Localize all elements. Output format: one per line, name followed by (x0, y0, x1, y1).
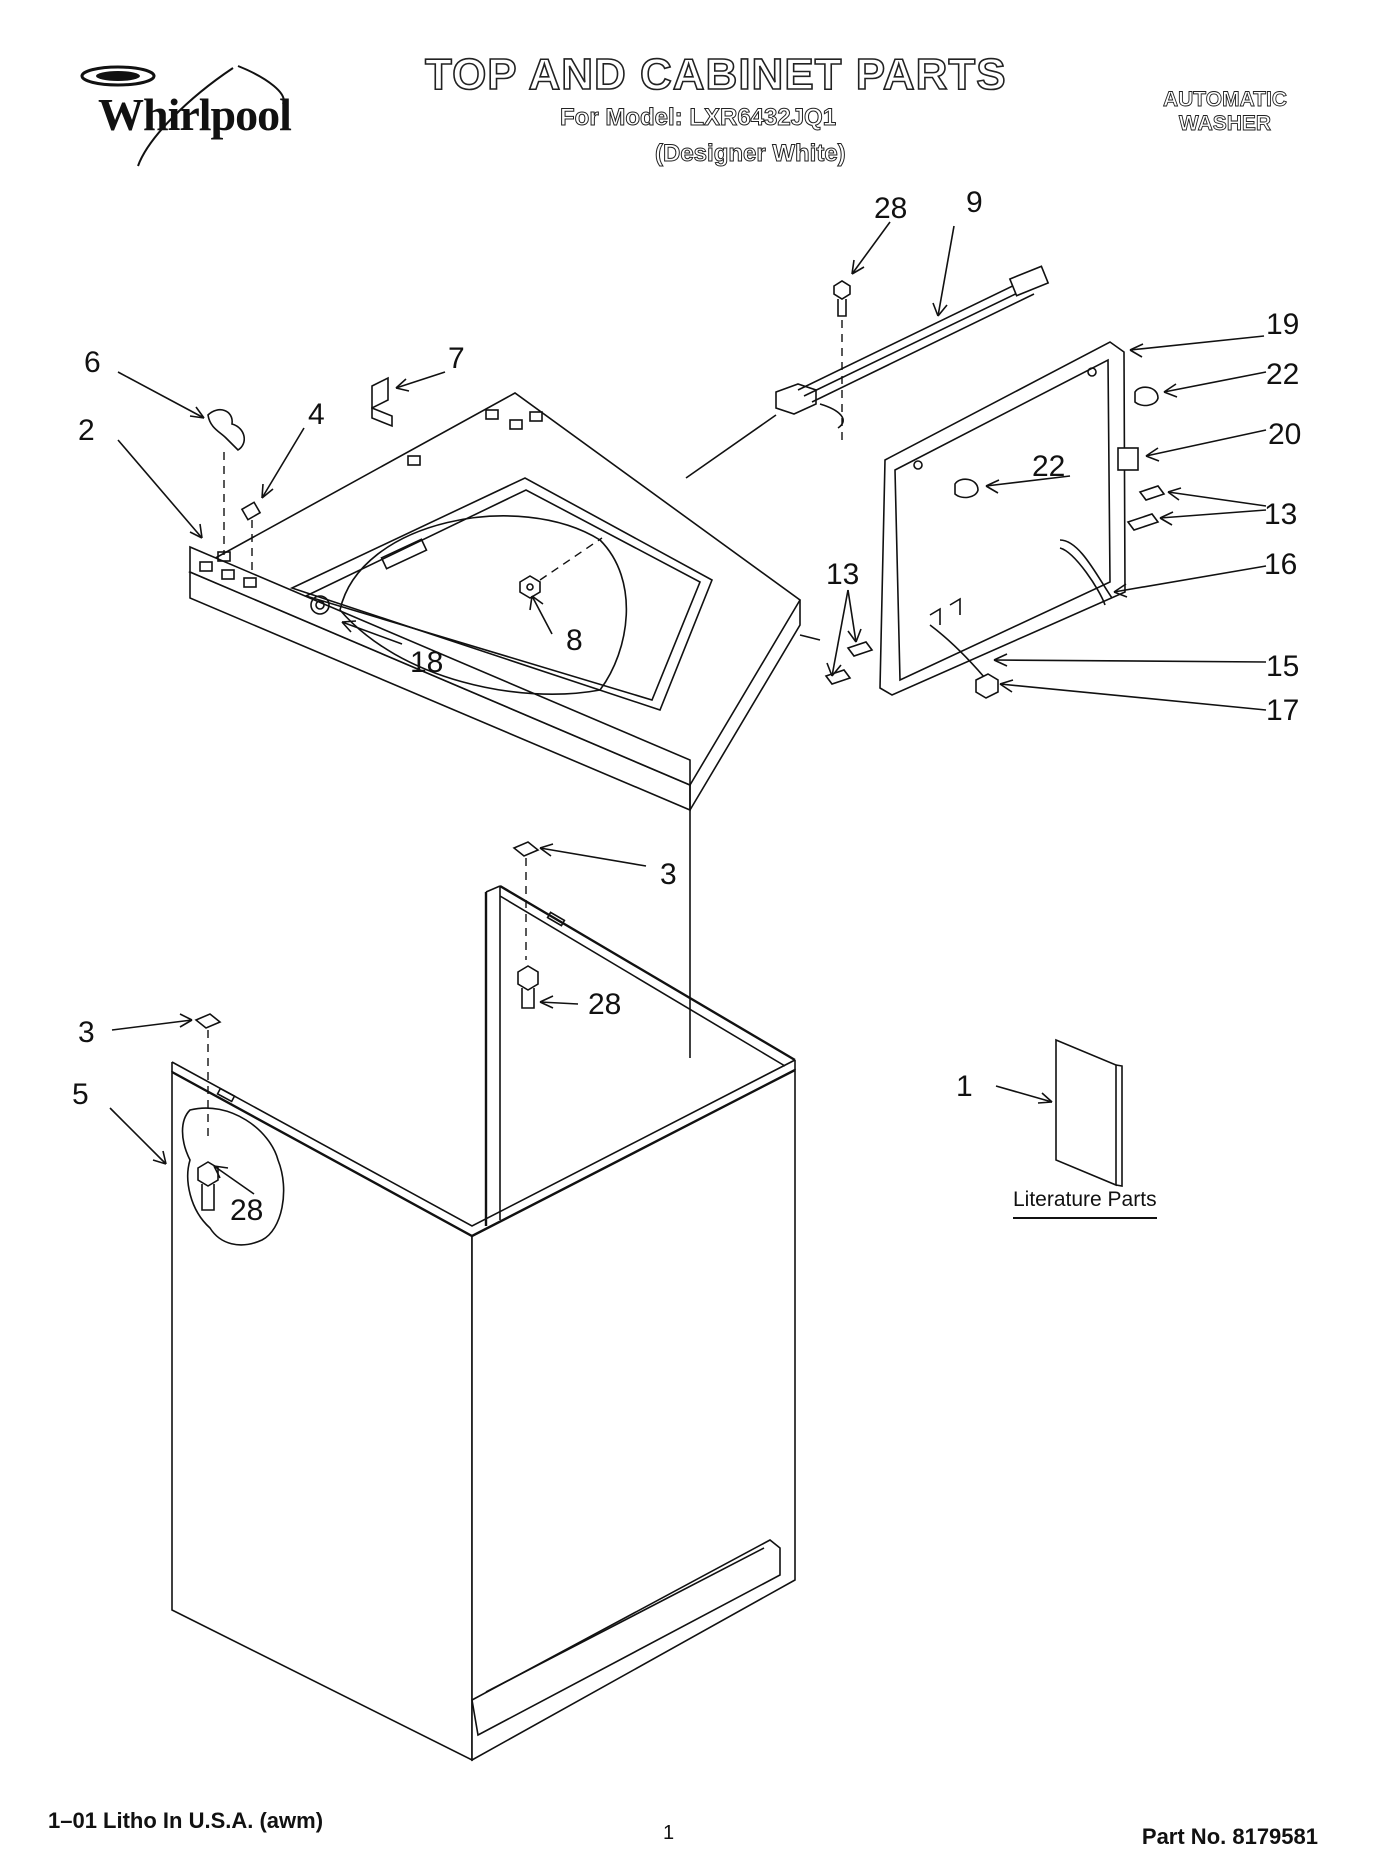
callout-22-right: 22 (1266, 358, 1299, 391)
washer-top-lid (188, 392, 802, 812)
callout-17: 17 (1266, 694, 1299, 727)
callout-9: 9 (966, 186, 983, 219)
product-type-line1: AUTOMATIC (1162, 88, 1288, 112)
callout-6: 6 (84, 346, 101, 379)
callout-28-cabinet: 28 (588, 988, 621, 1021)
washer-cabinet-5 (171, 884, 796, 1762)
part-clip-4 (240, 501, 262, 572)
part-bracket-7 (371, 376, 393, 428)
callout-13-left: 13 (826, 558, 859, 591)
callout-19: 19 (1266, 308, 1299, 341)
model-variant: (Designer White) (655, 140, 847, 168)
print-info: 1–01 Litho In U.S.A. (awm) (48, 1808, 324, 1833)
product-type-line2: WASHER (1178, 112, 1272, 136)
lid-switch-harness-9 (685, 265, 1050, 479)
callout-7: 7 (448, 342, 465, 375)
callout-28-cutaway: 28 (230, 1194, 263, 1227)
callout-leaders (109, 221, 1267, 1195)
clip-3-rear (512, 841, 540, 1009)
callout-2: 2 (78, 414, 95, 447)
literature-parts-caption: Literature Parts (1013, 1188, 1157, 1219)
callout-16: 16 (1264, 548, 1297, 581)
product-type: AUTOMATIC WASHER (1130, 88, 1320, 136)
callout-3-rear: 3 (660, 858, 677, 891)
part-number: Part No. 8179581 (1141, 1824, 1318, 1849)
callout-15: 15 (1266, 650, 1299, 683)
callout-13-right: 13 (1264, 498, 1297, 531)
console-frame-19 (824, 341, 1166, 699)
callout-28-top: 28 (874, 192, 907, 225)
whirlpool-logo: Whirlpool (78, 58, 318, 168)
literature-booklet-1 (1055, 1038, 1123, 1187)
page-number: 1 (663, 1822, 675, 1844)
brand-name: Whirlpool (98, 89, 292, 140)
callout-20: 20 (1268, 418, 1301, 451)
clip-3-front (194, 1013, 222, 1058)
logo-swoosh-icon (80, 65, 285, 167)
screw-28-top (833, 280, 851, 317)
callout-1: 1 (956, 1070, 973, 1103)
callout-4: 4 (308, 398, 325, 431)
part-hinge-6 (207, 408, 245, 555)
callout-18: 18 (410, 646, 443, 679)
page-title: TOP AND CABINET PARTS (424, 49, 1007, 100)
model-line: For Model: LXR6432JQ1 (559, 104, 837, 132)
callout-5: 5 (72, 1078, 89, 1111)
callout-3-front: 3 (78, 1016, 95, 1049)
callout-22-left: 22 (1032, 450, 1065, 483)
callout-8: 8 (566, 624, 583, 657)
